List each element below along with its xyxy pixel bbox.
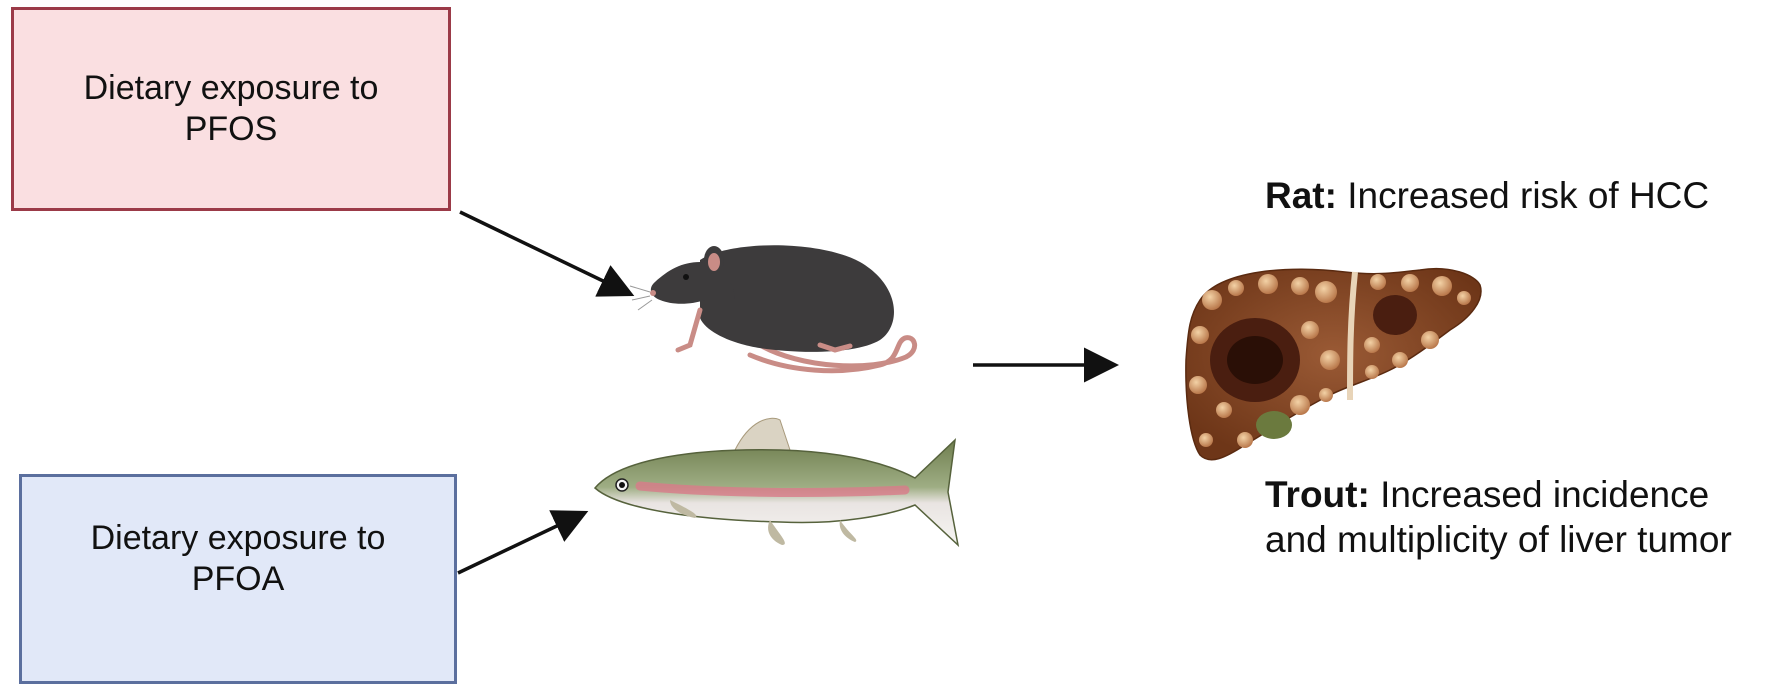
pfos-to-rat-arrow xyxy=(460,212,628,293)
trout-icon xyxy=(595,418,958,545)
liver-icon xyxy=(1186,269,1481,460)
rat-outcome-text: Increased risk of HCC xyxy=(1347,175,1709,216)
rat-icon xyxy=(630,245,915,370)
trout-outcome-text-line2: and multiplicity of liver tumor xyxy=(1265,519,1732,560)
rat-outcome: Rat: Increased risk of HCC xyxy=(1265,173,1709,218)
rat-outcome-label: Rat: xyxy=(1265,175,1337,216)
trout-outcome-label: Trout: xyxy=(1265,474,1370,515)
trout-outcome-text-line1: Increased incidence xyxy=(1380,474,1709,515)
trout-outcome: Trout: Increased incidence and multiplic… xyxy=(1265,472,1732,562)
pfoa-to-trout-arrow xyxy=(458,514,582,573)
